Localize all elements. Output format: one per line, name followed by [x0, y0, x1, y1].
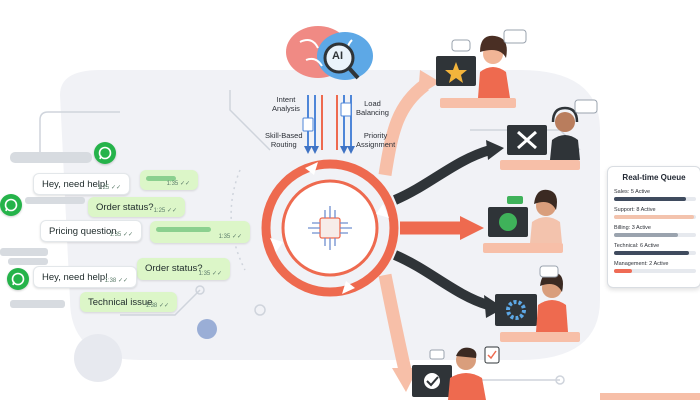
tools-icon	[517, 130, 537, 150]
magnifier-icon	[323, 42, 360, 80]
chat-message-text: Order status?	[145, 263, 203, 274]
whatsapp-icon	[0, 194, 22, 216]
speech-bubble-icon	[429, 349, 445, 360]
realtime-queue-panel: Real-time Queue Sales: 5 Active Support:…	[607, 166, 700, 288]
queue-bar-track	[614, 251, 696, 255]
chat-timestamp: 1:35 ✓✓	[198, 271, 222, 277]
queue-row: Technical: 6 Active	[614, 243, 698, 263]
chat-message-text: Hey, need help!	[42, 179, 108, 190]
chat-timestamp: 1:35 ✓✓	[218, 234, 242, 240]
placeholder-bars	[0, 152, 92, 308]
queue-row: Sales: 5 Active	[614, 189, 698, 209]
label-intent-analysis: Intent Analysis	[272, 95, 300, 113]
queue-bar-fill	[614, 233, 678, 237]
chat-message-text: Technical issue	[88, 297, 153, 308]
routing-arrows-warm	[321, 95, 338, 150]
document-icon	[302, 102, 352, 132]
hub-outer-ring	[261, 159, 399, 297]
chip-icon	[308, 206, 352, 250]
chat-bubble: 1:35 ✓✓	[150, 221, 250, 243]
chat-bubble: Pricing question 1:35 ✓✓	[40, 220, 142, 242]
decor-dot-blue	[197, 319, 217, 339]
gear-icon	[506, 300, 526, 320]
decor-dot-light	[74, 334, 122, 382]
chat-message-text: Order status?	[96, 202, 154, 213]
arrow-to-agent-1	[378, 79, 430, 176]
queue-title: Real-time Queue	[622, 173, 686, 182]
clipboard-icon	[484, 346, 500, 364]
chat-bubble: Technical issue 1:38 ✓✓	[80, 292, 177, 312]
queue-bar-track	[614, 233, 696, 237]
queue-row-label: Billing: 3 Active	[614, 225, 651, 231]
label-skill-based-routing: Skill-Based Routing	[265, 131, 303, 149]
chat-timestamp: 1:25 ✓✓	[97, 185, 121, 191]
queue-bar-fill	[614, 197, 687, 201]
queue-row: Support: 8 Active	[614, 207, 698, 227]
arrow-to-agent-4	[392, 250, 490, 310]
speech-bubble-icon	[503, 29, 527, 44]
arrow-to-agent-2	[392, 145, 492, 205]
chat-message-text: Pricing question	[49, 226, 117, 237]
chat-timestamp: 1:25 ✓✓	[153, 208, 177, 214]
queue-bar-fill	[614, 215, 695, 219]
bottom-right-accent	[600, 393, 700, 400]
whatsapp-icon	[7, 268, 29, 290]
queue-row: Management: 2 Active	[614, 261, 698, 281]
chat-timestamp: 1:35 ✓✓	[166, 181, 190, 187]
chat-bubble: Order status? 1:25 ✓✓	[88, 197, 185, 217]
speech-bubble-icon	[451, 39, 471, 52]
hub-ring-arrows	[270, 162, 389, 294]
chat-timestamp: 1:38 ✓✓	[145, 303, 169, 309]
queue-bar-track	[614, 215, 696, 219]
queue-bar-track	[614, 197, 696, 201]
chat-timestamp: 1:38 ✓✓	[104, 278, 128, 284]
agent-1	[436, 29, 527, 108]
chat-bubble: Hey, need help! 1:25 ✓✓	[33, 173, 130, 195]
queue-row-label: Support: 8 Active	[614, 207, 656, 213]
speech-bubble-icon	[574, 99, 598, 114]
agent-4	[495, 265, 580, 342]
queue-row-label: Sales: 5 Active	[614, 189, 651, 195]
label-load-balancing: Load Balancing	[356, 99, 389, 117]
headset-icon	[551, 106, 579, 123]
queue-bar-fill	[614, 269, 633, 273]
ai-badge: AI	[332, 50, 343, 62]
chat-timestamp: 1:35 ✓✓	[109, 232, 133, 238]
agent-5	[412, 346, 500, 400]
queue-row-label: Technical: 6 Active	[614, 243, 660, 249]
star-icon	[445, 62, 467, 83]
chat-bubble: 1:35 ✓✓	[140, 170, 198, 190]
speech-bubble-icon	[539, 265, 559, 278]
queue-bar-fill	[614, 251, 690, 255]
dollar-icon	[499, 213, 517, 231]
chat-bubble: Order status? 1:35 ✓✓	[137, 258, 230, 280]
chat-message-text: Hey, need help!	[42, 272, 108, 283]
arrow-to-agent-5	[378, 273, 412, 372]
check-icon	[422, 371, 442, 391]
agent-2	[500, 99, 598, 170]
agent-3	[483, 189, 563, 253]
chat-bubble: Hey, need help! 1:38 ✓✓	[33, 266, 137, 288]
queue-row: Billing: 3 Active	[614, 225, 698, 245]
queue-bar-track	[614, 269, 696, 273]
label-priority-assignment: Priority Assignment	[356, 131, 396, 149]
queue-row-label: Management: 2 Active	[614, 261, 669, 267]
whatsapp-icon	[94, 142, 116, 164]
